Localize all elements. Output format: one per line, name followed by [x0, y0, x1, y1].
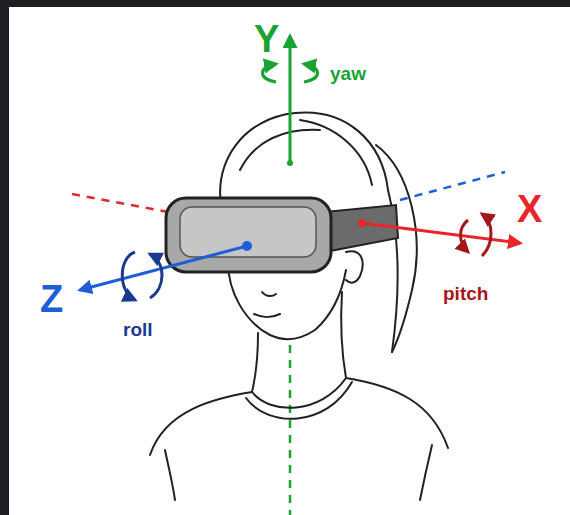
- y-axis-origin: [287, 160, 293, 166]
- rotation-label: pitch: [443, 284, 488, 303]
- z-axis-dashed: [400, 172, 505, 200]
- yaw-arrow: [263, 64, 277, 82]
- headset-strap: [325, 205, 398, 252]
- rotation-label: yaw: [330, 64, 366, 83]
- axis-letter: Z: [40, 280, 63, 318]
- x-axis-dashed: [72, 194, 168, 212]
- x-axis: [362, 223, 520, 243]
- pitch-arrow: [461, 220, 469, 252]
- head-outline: [150, 112, 448, 500]
- axis-letter: X: [517, 190, 542, 228]
- pitch-arrow: [482, 214, 491, 256]
- roll-arrow: [122, 252, 135, 300]
- z-axis-origin: [242, 241, 252, 251]
- axis-letter: Y: [254, 20, 279, 58]
- y-axis-dashed: [289, 345, 292, 515]
- rotation-label: roll: [123, 320, 153, 339]
- frame-band: [0, 0, 570, 7]
- x-axis-origin: [358, 219, 366, 227]
- y-axis: [289, 36, 292, 163]
- z-axis: [80, 246, 247, 290]
- frame-band: [0, 0, 9, 515]
- yaw-arrow: [304, 64, 318, 82]
- headset-panel: [180, 207, 316, 257]
- roll-arrow: [150, 254, 162, 298]
